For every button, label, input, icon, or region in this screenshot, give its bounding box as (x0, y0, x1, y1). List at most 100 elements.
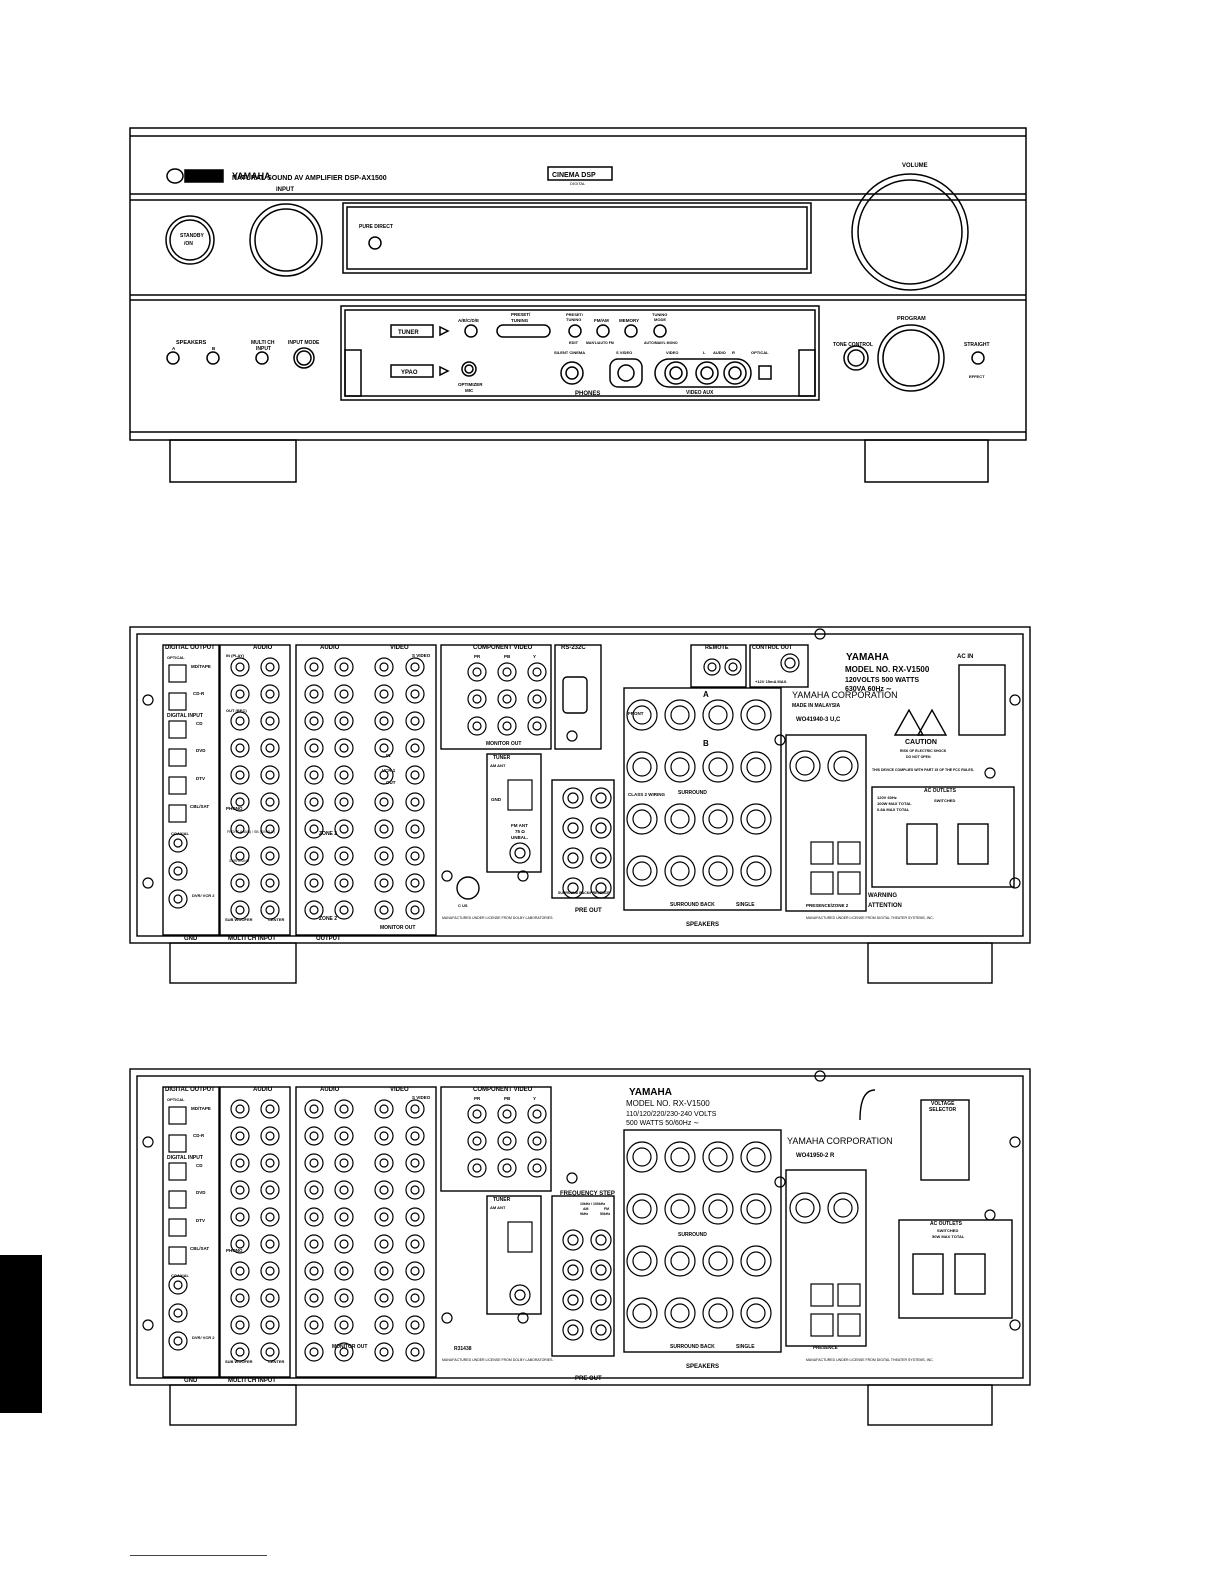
speaker-terminal (664, 1245, 696, 1277)
presence-terminal (837, 1313, 861, 1337)
rca-jack (334, 1126, 354, 1146)
r1-in-play: IN (PLAY) (226, 653, 245, 658)
r1-dolby-note: MANUFACTURED UNDER LICENSE FROM DOLBY LA… (442, 916, 553, 920)
pre-out-jack-inner (595, 792, 607, 804)
rca-jack-inner (339, 743, 349, 753)
r1-class2: CLASS 2 WIRING (628, 792, 666, 797)
r1-cd-r: CD-R (193, 691, 205, 696)
r2-gnd: GND (184, 1378, 198, 1384)
speaker-terminal-inner (670, 809, 690, 829)
optical-jack (168, 776, 187, 795)
rca-jack (374, 1153, 394, 1173)
s-video-jack-inner (410, 1320, 420, 1330)
pre-out-jack-inner (567, 822, 579, 834)
speaker-terminal (702, 751, 734, 783)
pre-out-jack (590, 1319, 612, 1341)
r2-cd: CD (196, 1163, 203, 1168)
speaker-terminal (664, 751, 696, 783)
speaker-terminal-inner (708, 705, 728, 725)
speaker-terminal-inner (708, 757, 728, 777)
r2-pb: PB (504, 1096, 511, 1101)
rca-jack (260, 684, 280, 704)
presence-terminal (837, 1283, 861, 1307)
speaker-terminal (702, 1141, 734, 1173)
pre-out-jack (590, 1229, 612, 1251)
speaker-terminal-inner (708, 809, 728, 829)
rca-jack-inner (265, 689, 275, 699)
speaker-terminal (664, 699, 696, 731)
r1-zone2b: ZONE 2 (319, 916, 337, 922)
pre-out-jack-inner (595, 1234, 607, 1246)
r2-multi-ch-input: MULTI CH INPUT (228, 1378, 276, 1384)
rca-jack-inner (379, 743, 389, 753)
r2-model-no: MODEL NO. RX-V1500 (626, 1099, 710, 1108)
pre-out-jack-inner (595, 1324, 607, 1336)
r2-dolby-note: MANUFACTURED UNDER LICENSE FROM DOLBY LA… (442, 1358, 553, 1362)
s-video-jack-inner (410, 1158, 420, 1168)
s-video-jack (405, 1315, 425, 1335)
component-jack (497, 1104, 517, 1124)
rca-jack (304, 1234, 324, 1254)
tone-control-label: TONE CONTROL (833, 342, 873, 348)
pre-out-jack (562, 1229, 584, 1251)
r1-surround-spk: SURROUND (678, 790, 707, 796)
rca-jack (374, 792, 394, 812)
r2-digital-input: DIGITAL INPUT (167, 1155, 203, 1161)
r1-power-2: 630VA 60Hz ∼ (845, 686, 892, 693)
r1-monitor-out-comp: MONITOR OUT (486, 741, 521, 747)
r2-voltage-1: VOLTAGE (931, 1101, 955, 1107)
r1-cd: CD (196, 721, 203, 726)
speaker-terminal-inner (632, 809, 652, 829)
speakers-label: SPEAKERS (176, 340, 207, 346)
r2-component-video: COMPONENT VIDEO (473, 1087, 533, 1093)
rca-jack-inner (309, 770, 319, 780)
s-video-label: S VIDEO (616, 350, 632, 355)
rca-jack-inner (339, 1347, 349, 1357)
s-video-jack-inner (410, 1104, 420, 1114)
rca-jack (304, 900, 324, 920)
rca-jack (260, 1180, 280, 1200)
optical-jack (168, 1134, 187, 1153)
rca-jack (230, 846, 250, 866)
cinema-logo: CINEMA DSP (552, 172, 596, 179)
rca-jack (334, 765, 354, 785)
speaker-terminal-inner (746, 1147, 766, 1167)
s-video-jack-inner (410, 716, 420, 726)
rca-jack-inner (265, 1293, 275, 1303)
rca-jack-inner (265, 770, 275, 780)
front-brand: YAMAHA (232, 171, 271, 181)
r1-a: A (703, 690, 709, 699)
s-video-jack (405, 738, 425, 758)
rca-jack (260, 900, 280, 920)
r1-b: B (703, 739, 709, 748)
audio-r-label: R (732, 350, 735, 355)
s-video-jack (405, 1099, 425, 1119)
standby-label-2: /ON (184, 241, 193, 247)
rca-jack (304, 738, 324, 758)
rca-jack (260, 1099, 280, 1119)
r2-serial: WO41950-2 R (796, 1153, 835, 1159)
coaxial-jack-inner (173, 1336, 183, 1346)
pre-out-jack-inner (567, 852, 579, 864)
r1-dtv: DTV (196, 776, 205, 781)
audio-label: AUDIO (713, 350, 726, 355)
edit-label: EDIT (569, 340, 579, 345)
pre-out-jack (562, 787, 584, 809)
rca-jack (374, 846, 394, 866)
r1-front: FRONT (628, 711, 644, 716)
s-video-jack-inner (410, 905, 420, 915)
fm-ant-jack-inner (514, 847, 526, 859)
preset-tuning-2: TUNING (511, 318, 529, 323)
r1-fm-ant-1: FM ANT (511, 823, 528, 828)
rca-jack-inner (265, 1131, 275, 1141)
rca-jack-inner (339, 716, 349, 726)
rca-jack-inner (265, 1266, 275, 1276)
r1-fm-ant-3: UNBAL. (511, 835, 528, 840)
rca-jack-inner (265, 824, 275, 834)
s-video-jack (405, 1261, 425, 1281)
rca-jack (304, 846, 324, 866)
rca-jack (374, 1288, 394, 1308)
s-video-jack (405, 1288, 425, 1308)
rca-jack-inner (235, 905, 245, 915)
component-jack-inner (532, 694, 542, 704)
